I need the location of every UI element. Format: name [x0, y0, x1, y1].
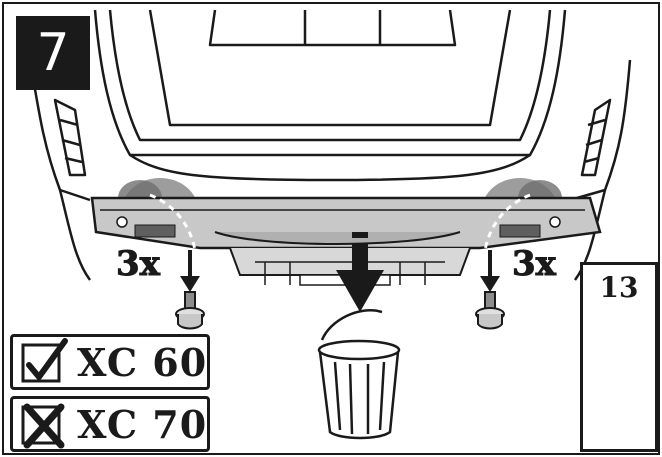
step-number: 7	[16, 16, 90, 90]
arrow-down-icon	[180, 250, 200, 292]
bumper-beam	[90, 196, 602, 286]
bolt-icon	[475, 291, 505, 330]
arrow-down-icon	[336, 232, 384, 312]
motion-arcs	[149, 193, 531, 251]
arrow-down-icon	[480, 250, 500, 292]
car-body	[28, 9, 632, 281]
quantity-label-left: 3x	[116, 244, 161, 285]
bolt-icon	[175, 291, 205, 330]
model-included-label: XC 60	[77, 339, 208, 385]
trash-bin-icon	[317, 309, 401, 440]
quantity-label-right: 3x	[512, 244, 557, 285]
cross-icon	[21, 403, 65, 449]
model-excluded: XC 70	[10, 396, 210, 452]
model-included: XC 60	[10, 334, 210, 390]
tool-size-label: 13	[599, 271, 639, 304]
model-excluded-label: XC 70	[77, 401, 208, 447]
checkmark-icon	[21, 338, 68, 383]
tool-panel: 13	[580, 262, 658, 452]
